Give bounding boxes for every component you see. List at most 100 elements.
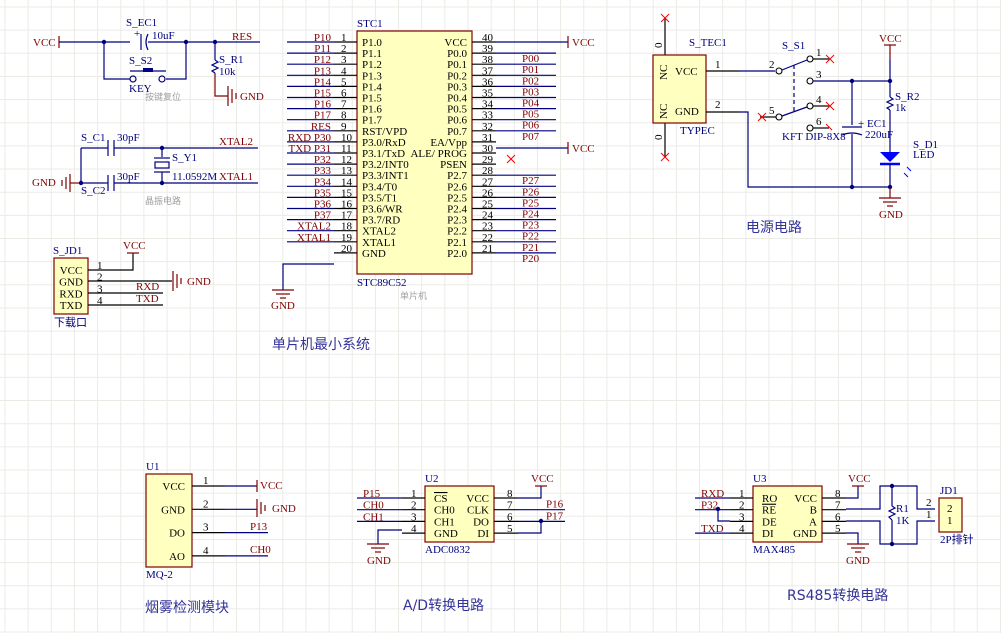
pin-name: P0.3 bbox=[447, 81, 467, 93]
pin-name: P2.1 bbox=[447, 237, 467, 249]
pin-name: P2.2 bbox=[447, 226, 467, 238]
net-label: P16 bbox=[546, 499, 564, 511]
pin-name: VCC bbox=[60, 265, 83, 277]
pin-number: 29 bbox=[482, 154, 494, 166]
ic-stc1[interactable] bbox=[356, 30, 473, 275]
header-pin-label: 2 bbox=[947, 503, 953, 515]
module-mq2[interactable] bbox=[145, 473, 193, 568]
net-label: P16 bbox=[314, 99, 332, 111]
switch-pin-6: 6 bbox=[816, 116, 822, 128]
pin-zero-bottom: 0 bbox=[653, 134, 665, 140]
net-label: RXD P30 bbox=[288, 132, 332, 144]
net-label-gnd: GND bbox=[272, 503, 296, 515]
designator-u3: U3 bbox=[753, 473, 767, 485]
connector-s-jd1[interactable] bbox=[53, 257, 89, 315]
pin-name: P3.4/T0 bbox=[362, 181, 398, 193]
pin-number: 1 bbox=[926, 509, 932, 521]
pin-name: P3.3/INT1 bbox=[362, 170, 409, 182]
pin-number: 8 bbox=[341, 110, 347, 122]
part-stc89c52: STC89C52 bbox=[357, 277, 407, 289]
ic-adc0832[interactable] bbox=[424, 485, 495, 543]
resistor-r1[interactable] bbox=[887, 505, 897, 521]
net-label: P27 bbox=[522, 175, 540, 187]
net-label: P36 bbox=[314, 199, 332, 211]
pin-number: 36 bbox=[482, 76, 494, 88]
pin-number: 3 bbox=[97, 283, 103, 295]
pin-number: 7 bbox=[341, 99, 347, 111]
pin-name: RO bbox=[762, 493, 777, 505]
designator-stc1: STC1 bbox=[357, 18, 383, 30]
pin-name: CH1 bbox=[434, 516, 455, 528]
net-label-gnd: GND bbox=[32, 177, 56, 189]
net-label-vcc: VCC bbox=[33, 37, 56, 49]
pin-number: 34 bbox=[482, 99, 494, 111]
connector-typec[interactable] bbox=[652, 54, 707, 124]
pin-number: 2 bbox=[926, 497, 932, 509]
net-label-gnd: GND bbox=[271, 300, 295, 312]
net-label: P32 bbox=[314, 154, 331, 166]
pin-number: 33 bbox=[482, 110, 494, 122]
net-label: P35 bbox=[314, 187, 332, 199]
capacitor-s-ec1[interactable]: + bbox=[134, 28, 260, 51]
value-s-ec1: 10uF bbox=[152, 30, 175, 42]
crystal-circuit: GND S_C1 30pF S_C2 30pF bbox=[32, 132, 258, 207]
resistor-s-r1[interactable] bbox=[210, 59, 220, 74]
resistor-s-r2[interactable] bbox=[885, 96, 895, 111]
switch-s-s2[interactable] bbox=[129, 68, 166, 83]
net-label: P04 bbox=[522, 98, 540, 110]
pin-name: P2.3 bbox=[447, 215, 467, 227]
pin-number: 14 bbox=[341, 176, 353, 188]
designator-s-s2: S_S2 bbox=[129, 55, 152, 67]
pin-name: P2.4 bbox=[447, 204, 467, 216]
pin-number: 4 bbox=[97, 295, 103, 307]
pin-name: EA/Vpp bbox=[430, 137, 467, 149]
net-label: P25 bbox=[522, 197, 540, 209]
pin-name: DI bbox=[477, 528, 489, 540]
pin-number: 2 bbox=[341, 43, 347, 55]
net-label: P24 bbox=[522, 209, 540, 221]
pin-number: 3 bbox=[341, 54, 347, 66]
ic-max485[interactable] bbox=[752, 485, 823, 543]
pin-name: GND bbox=[434, 528, 458, 540]
net-label: P23 bbox=[522, 220, 540, 232]
section-title-smoke: 烟雾检测模块 bbox=[145, 600, 229, 616]
pin-name: P3.0/RxD bbox=[362, 137, 406, 149]
header-jd1[interactable] bbox=[938, 497, 963, 533]
pin-name: CS bbox=[434, 493, 447, 505]
net-label: TXD bbox=[701, 523, 724, 535]
net-label: P02 bbox=[522, 75, 539, 87]
pin-number: 32 bbox=[482, 121, 493, 133]
power-circuit: S_TEC1 0 0 NC NC VCC GND 1 2 TYPEC bbox=[652, 13, 938, 236]
pin-name: PSEN bbox=[440, 159, 467, 171]
switch-pin-4: 4 bbox=[816, 94, 822, 106]
pin-number: 37 bbox=[482, 65, 494, 77]
net-label: XTAL2 bbox=[297, 221, 331, 233]
pin-number: 8 bbox=[507, 488, 513, 500]
pin-name: P0.7 bbox=[447, 126, 467, 138]
pin-name: P3.5/T1 bbox=[362, 192, 397, 204]
designator-u1: U1 bbox=[146, 461, 159, 473]
pin-number: 8 bbox=[835, 488, 841, 500]
pin-number: 40 bbox=[482, 32, 494, 44]
designator-jd1: JD1 bbox=[940, 485, 958, 497]
pin-name: P2.5 bbox=[447, 192, 467, 204]
pin-number: 11 bbox=[341, 143, 352, 155]
value-s-c1: 30pF bbox=[117, 132, 140, 144]
capacitor-s-c1[interactable] bbox=[107, 140, 115, 156]
net-label: P26 bbox=[522, 186, 540, 198]
pin-number: 4 bbox=[739, 523, 745, 535]
designator-ec1: + EC1 bbox=[858, 118, 887, 130]
net-label-xtal1: XTAL1 bbox=[219, 171, 253, 183]
pin-number: 2 bbox=[739, 500, 745, 512]
reset-circuit: VCC + S_EC1 10uF RES S_S2 KEY 按键复位 S_R1 bbox=[33, 17, 264, 106]
capacitor-ec1[interactable] bbox=[841, 126, 863, 136]
crystal-s-y1[interactable] bbox=[154, 148, 170, 183]
designator-r1: R1 bbox=[896, 503, 909, 515]
net-label-gnd: GND bbox=[367, 555, 391, 567]
comment-mcu: 单片机 bbox=[400, 290, 427, 302]
net-label: CH1 bbox=[363, 511, 384, 523]
pin-number: 35 bbox=[482, 88, 494, 100]
pin-number: 1 bbox=[411, 488, 417, 500]
capacitor-s-c2[interactable] bbox=[107, 175, 115, 191]
